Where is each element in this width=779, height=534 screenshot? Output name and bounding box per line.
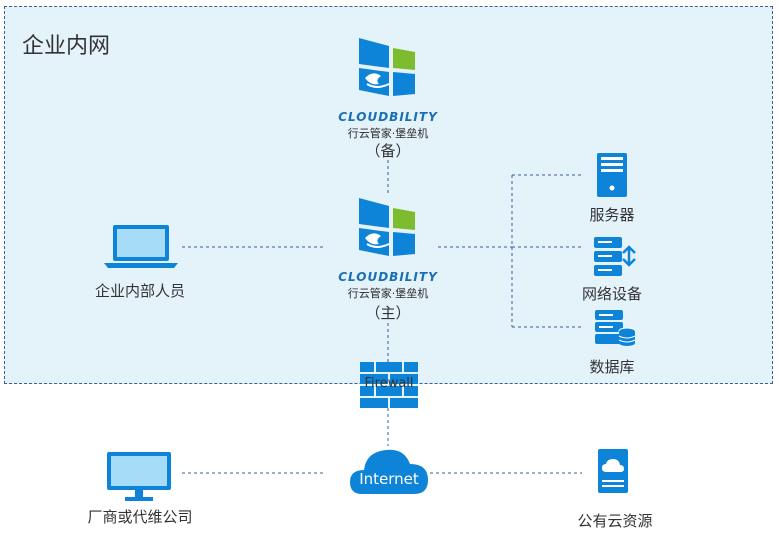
monitor-icon <box>107 452 171 501</box>
bastion-backup-subtitle: 行云管家·堡垒机 <box>347 127 429 140</box>
bastion-backup-role: （备） <box>365 142 411 160</box>
vendor-label: 厂商或代维公司 <box>87 508 193 526</box>
cloud-server-icon <box>598 449 628 493</box>
bastion-main-subtitle: 行云管家·堡垒机 <box>347 287 429 300</box>
laptop-icon <box>104 225 178 268</box>
bastion-main-logo <box>359 198 415 256</box>
network-device-label: 网络设备 <box>581 285 642 303</box>
intranet-zone <box>4 6 773 384</box>
server-icon <box>597 153 627 197</box>
bastion-main-brand: CLOUDBILITY <box>338 270 438 284</box>
bastion-main-role: （主） <box>365 304 411 322</box>
zone-title: 企业内网 <box>22 34 111 59</box>
database-icon <box>595 310 636 346</box>
database-label: 数据库 <box>589 358 635 376</box>
firewall-icon <box>360 362 418 408</box>
server-label: 服务器 <box>589 206 635 224</box>
bastion-backup-logo <box>359 38 415 96</box>
internet-cloud-icon <box>350 449 428 494</box>
internal-staff-label: 企业内部人员 <box>94 282 185 300</box>
bastion-backup-brand: CLOUDBILITY <box>338 110 438 124</box>
public-cloud-label: 公有云资源 <box>577 512 653 530</box>
firewall-label: Firewall <box>364 376 414 391</box>
internet-label: Internet <box>359 470 419 488</box>
network-device-icon <box>594 237 636 276</box>
